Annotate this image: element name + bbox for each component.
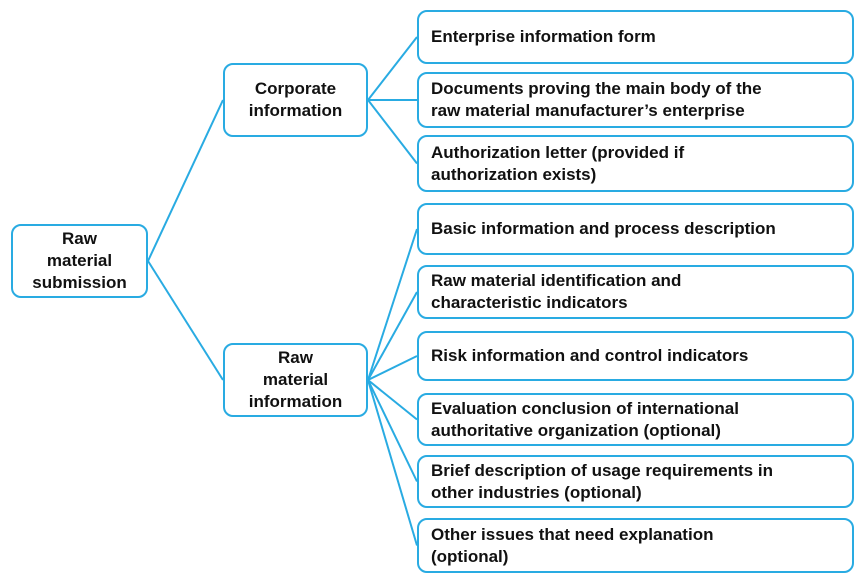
connector-line <box>367 36 418 101</box>
connector-line <box>367 99 418 165</box>
root-node: Raw material submission <box>11 224 148 298</box>
node-label: Documents proving the main body of the r… <box>431 79 762 120</box>
node-label: Raw material information <box>248 348 343 411</box>
leaf-node-7: Brief description of usage requirements … <box>417 455 854 508</box>
node-label: Evaluation conclusion of international a… <box>431 398 739 440</box>
node-label: Authorization letter (provided if author… <box>431 142 685 184</box>
leaf-node-6: Evaluation conclusion of international a… <box>417 393 854 446</box>
connector-line <box>147 99 224 262</box>
leaf-node-3: Basic information and process descriptio… <box>417 203 854 255</box>
connector-line <box>367 228 418 381</box>
connector-line <box>367 379 418 421</box>
node-label: Enterprise information form <box>431 27 656 47</box>
connector-line <box>367 355 418 381</box>
connector-line <box>147 260 224 381</box>
leaf-node-1: Documents proving the main body of the r… <box>417 72 854 128</box>
node-label: Basic information and process descriptio… <box>431 219 776 239</box>
connector-line <box>367 379 418 482</box>
branch-node-1: Raw material information <box>223 343 368 417</box>
leaf-node-2: Authorization letter (provided if author… <box>417 135 854 192</box>
node-label: Brief description of usage requirements … <box>431 460 773 502</box>
node-label: Corporate information <box>248 79 343 120</box>
leaf-node-0: Enterprise information form <box>417 10 854 64</box>
branch-node-0: Corporate information <box>223 63 368 137</box>
leaf-node-8: Other issues that need explanation (opti… <box>417 518 854 573</box>
node-label: Raw material identification and characte… <box>431 271 682 312</box>
connector-line <box>367 291 418 381</box>
leaf-node-4: Raw material identification and characte… <box>417 265 854 319</box>
node-label: Other issues that need explanation (opti… <box>431 524 714 566</box>
node-label: Risk information and control indicators <box>431 346 749 366</box>
leaf-node-5: Risk information and control indicators <box>417 331 854 381</box>
connector-line <box>367 379 418 546</box>
node-label: Raw material submission <box>32 229 127 292</box>
